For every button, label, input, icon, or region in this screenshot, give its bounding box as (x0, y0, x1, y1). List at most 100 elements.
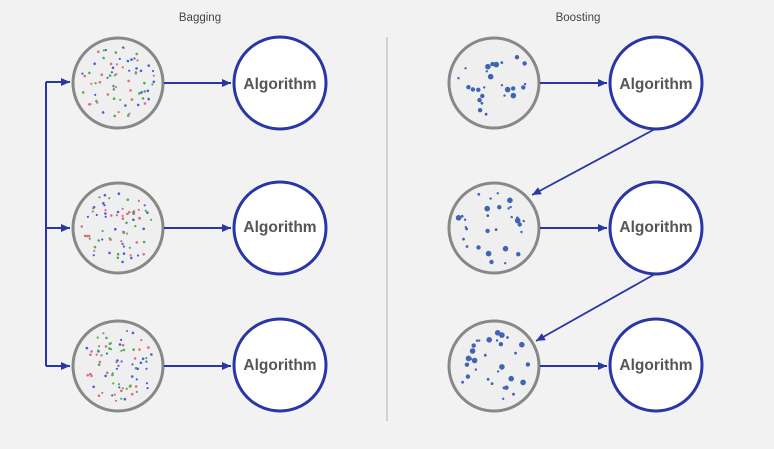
sample-dot (490, 382, 494, 385)
sample-dot (465, 227, 468, 231)
sample-dot (462, 237, 465, 241)
sample-dot (143, 81, 146, 85)
sample-dot (144, 209, 147, 212)
boosting-algorithm-1: Algorithm (608, 35, 704, 131)
algorithm-label: Algorithm (243, 219, 316, 236)
sample-dot (117, 383, 121, 386)
sample-dot (120, 349, 123, 352)
boosting-sample-2 (447, 181, 541, 275)
sample-dot (499, 332, 505, 338)
sample-dot (506, 336, 509, 339)
sample-dot (478, 339, 481, 342)
sample-dot (135, 390, 138, 393)
sample-dot (96, 336, 99, 339)
sample-dot (520, 230, 523, 234)
sample-dot (83, 74, 86, 78)
sample-dot (486, 377, 490, 381)
sample-dot (483, 353, 487, 357)
sample-dot (109, 342, 112, 345)
sample-dot (465, 355, 472, 362)
sample-dot (122, 245, 125, 248)
bagging-algorithm-3: Algorithm (232, 317, 328, 413)
sample-dot (121, 217, 125, 220)
sample-dot (125, 387, 128, 390)
sample-dot (97, 239, 100, 242)
sample-dot (132, 348, 135, 351)
sample-dot (151, 69, 155, 73)
boosting-feedback-arrow-1 (531, 128, 656, 196)
algorithm-label: Algorithm (619, 357, 692, 374)
sample-dot (500, 84, 504, 87)
sample-dot (504, 385, 509, 390)
sample-dot (502, 397, 505, 400)
sample-dot (464, 67, 467, 70)
sample-dot (88, 71, 91, 75)
sample-dot (136, 59, 139, 62)
boosting-title: Boosting (555, 12, 601, 24)
sample-dot (116, 210, 120, 214)
sample-dot (103, 193, 107, 197)
sample-dot (134, 225, 137, 228)
sample-dot (114, 51, 118, 54)
algorithm-label: Algorithm (619, 76, 692, 93)
sample-dot (496, 192, 499, 195)
sample-dot (516, 216, 519, 220)
sample-dot (509, 205, 512, 209)
sample-dot (150, 218, 153, 221)
sample-dot (486, 214, 490, 218)
sample-dot (133, 357, 137, 360)
sample-dot (464, 362, 470, 367)
sample-dot (496, 370, 500, 373)
sample-dot (102, 202, 105, 205)
sample-dot (121, 387, 124, 390)
sample-dot (108, 197, 111, 200)
sample-dot (497, 205, 502, 210)
sample-dot (135, 378, 138, 381)
sample-dot (109, 62, 113, 66)
sample-dot (147, 64, 150, 67)
sample-dot (514, 55, 520, 60)
sample-dot (151, 83, 154, 86)
sample-dot (146, 89, 150, 93)
sample-dot (463, 218, 467, 221)
sample-dot (125, 221, 128, 225)
sample-dot (98, 360, 102, 364)
sample-dot (100, 73, 104, 76)
sample-dot (98, 81, 102, 84)
algorithm-label: Algorithm (619, 219, 692, 236)
sample-dot (98, 196, 101, 199)
sample-dot (118, 343, 122, 346)
sample-dot (152, 80, 156, 84)
sample-dot (500, 61, 504, 64)
sample-dot (126, 114, 130, 117)
sample-dot (469, 348, 476, 354)
boosting-sample-3 (447, 319, 541, 413)
sample-dot (140, 91, 143, 94)
sample-dot (152, 74, 155, 77)
sample-dot (460, 214, 464, 218)
sample-dot (115, 86, 118, 89)
sample-dot (477, 97, 482, 103)
sample-dot (145, 356, 148, 360)
sample-dot (111, 66, 115, 70)
sample-dot (93, 249, 96, 252)
bagging-algorithm-2: Algorithm (232, 180, 328, 276)
sample-dot (102, 332, 105, 335)
sample-dot (104, 345, 108, 348)
sample-dot (104, 212, 107, 215)
sample-dot (480, 101, 484, 105)
sample-dot (521, 85, 526, 90)
sample-dot (465, 374, 471, 379)
sample-dot (121, 242, 124, 245)
sample-dot (97, 349, 100, 352)
sample-dot (95, 99, 98, 103)
sample-dot (81, 91, 85, 94)
sample-dot (110, 71, 113, 74)
bagging-bracket (45, 78, 70, 370)
sample-dot (92, 254, 95, 257)
sample-dot (455, 215, 462, 221)
sample-dot (512, 392, 515, 396)
sample-dot (114, 399, 117, 402)
sample-dot (140, 339, 143, 342)
sample-dot (115, 367, 118, 370)
